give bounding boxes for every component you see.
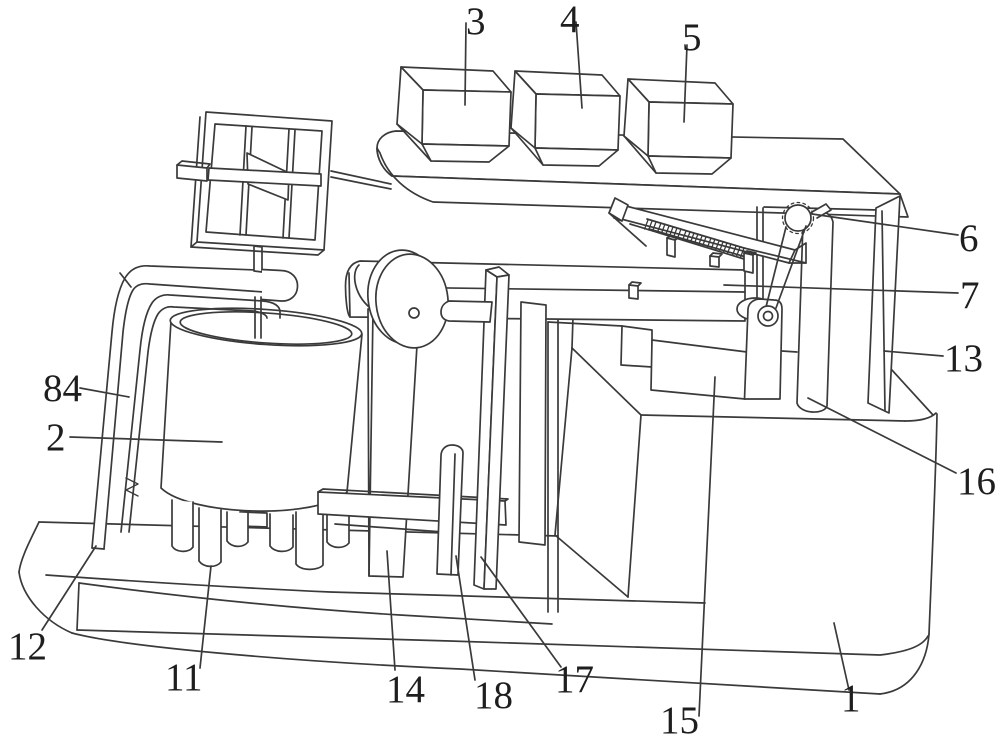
- svg-text:14: 14: [386, 668, 425, 711]
- svg-text:6: 6: [959, 217, 979, 260]
- svg-text:5: 5: [682, 16, 702, 59]
- svg-text:11: 11: [165, 656, 203, 699]
- svg-text:18: 18: [474, 674, 513, 717]
- svg-text:12: 12: [8, 625, 47, 668]
- svg-text:2: 2: [46, 416, 66, 459]
- svg-text:15: 15: [660, 699, 699, 742]
- svg-text:16: 16: [957, 460, 996, 503]
- svg-text:1: 1: [841, 677, 861, 720]
- svg-text:84: 84: [43, 367, 82, 410]
- svg-text:3: 3: [466, 0, 486, 43]
- svg-text:17: 17: [555, 658, 594, 701]
- svg-text:7: 7: [960, 274, 980, 317]
- svg-text:4: 4: [560, 0, 580, 41]
- svg-text:13: 13: [944, 337, 983, 380]
